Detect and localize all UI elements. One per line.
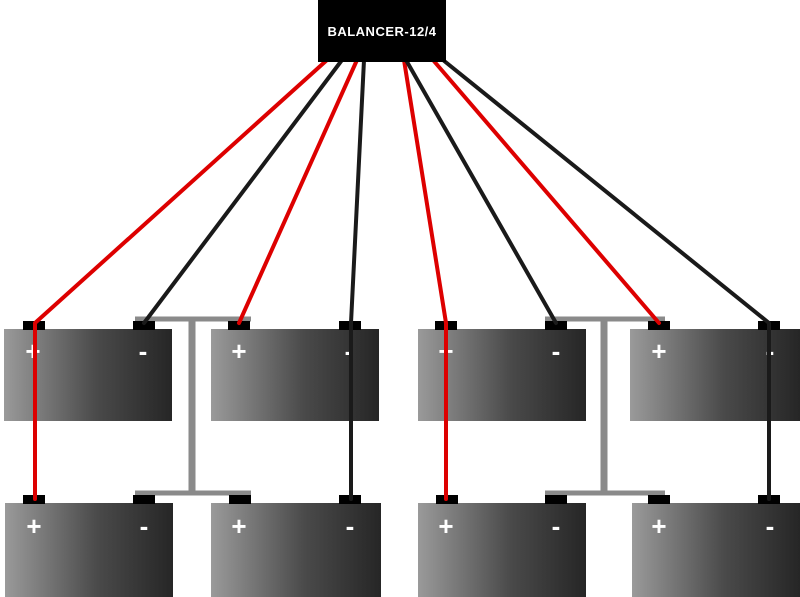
- wire-red-1: [33, 58, 329, 501]
- positive-label: +: [26, 511, 41, 541]
- bus-bar-right: [545, 316, 665, 496]
- wire-black-2: [349, 58, 366, 501]
- negative-label: -: [552, 336, 561, 366]
- positive-label: +: [231, 511, 246, 541]
- wire-red-3: [402, 58, 448, 501]
- wire-black-4: [441, 58, 771, 501]
- negative-label: -: [346, 511, 355, 541]
- negative-label: -: [766, 511, 775, 541]
- wire-black-3: [404, 58, 558, 325]
- wire-black-1: [142, 58, 344, 325]
- balancer-wires: [33, 58, 771, 501]
- positive-label: +: [438, 511, 453, 541]
- positive-label: +: [651, 336, 666, 366]
- negative-label: -: [140, 511, 149, 541]
- bus-bars: [135, 316, 665, 496]
- wire-red-2: [237, 58, 359, 325]
- wire-red-4: [431, 58, 661, 325]
- battery-top-2: + -: [211, 321, 379, 421]
- balancer-label: BALANCER-12/4: [327, 24, 436, 39]
- battery-bottom-4: + -: [632, 495, 800, 597]
- negative-label: -: [552, 511, 561, 541]
- battery-bottom-2: + -: [211, 495, 381, 597]
- negative-label: -: [139, 336, 148, 366]
- battery-top-3: + -: [418, 321, 586, 421]
- battery-bottom-3: + -: [418, 495, 586, 597]
- battery-top-1: + -: [4, 321, 172, 421]
- bus-bar-left: [135, 316, 251, 496]
- positive-label: +: [651, 511, 666, 541]
- battery-top-4: + -: [630, 321, 800, 421]
- battery-bottom-1: + -: [5, 495, 173, 597]
- balancer-box: BALANCER-12/4: [318, 0, 446, 62]
- positive-label: +: [231, 336, 246, 366]
